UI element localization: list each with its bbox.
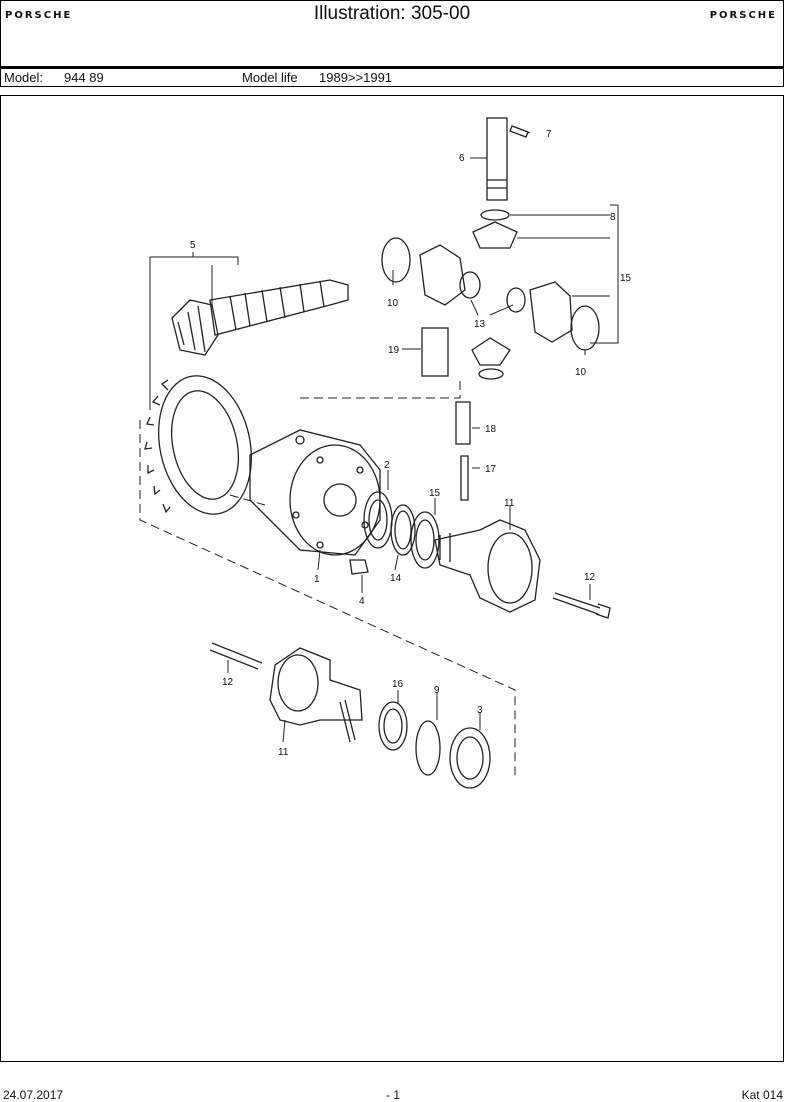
callout-16: 15: [620, 273, 632, 284]
callout-19: 19: [388, 345, 400, 356]
callout-9: 9: [434, 685, 440, 696]
side-cover-lower-drawing: [269, 647, 363, 743]
callout-14: 14: [390, 573, 402, 584]
model-bar: Model: 944 89 Model life 1989>>1991: [0, 67, 784, 87]
illustration-title: Illustration: 305-00: [313, 3, 471, 24]
side-gear-left-drawing: [419, 244, 466, 306]
callout-2: 2: [384, 460, 390, 471]
callout-5: 5: [190, 240, 196, 251]
porsche-logo-right: PORSCHE: [709, 10, 777, 21]
sleeve-19-drawing: [421, 327, 449, 377]
callout-8: 8: [610, 212, 616, 223]
differential-housing-drawing: [249, 429, 381, 556]
bolt-lower-drawing: [209, 642, 263, 670]
bevel-gear-top-drawing: [472, 221, 518, 249]
bearing-set-drawing: [363, 491, 440, 569]
thrust-washer-drawing: [480, 209, 510, 221]
washer-10-left-drawing: [381, 237, 411, 283]
footer-page: - 1: [386, 1088, 401, 1102]
pin-17-drawing: [460, 455, 469, 501]
bolt-4-drawing: [349, 559, 369, 575]
lower-seal-ring-bearing-drawing: [378, 701, 491, 789]
callout-7: 7: [546, 129, 552, 140]
callout-3: 3: [477, 705, 483, 716]
ring-gear-drawing: [144, 375, 253, 515]
assembly-guide-lines: [139, 380, 516, 780]
pinion-pin-drawing: [486, 117, 529, 201]
callout-13: 13: [474, 319, 486, 330]
callout-11-upper: 11: [504, 498, 515, 509]
callout-12-upper: 12: [584, 572, 596, 583]
callout-15-upper: 15: [429, 488, 441, 499]
pinion-shaft-drawing: [171, 279, 349, 356]
side-gear-right-drawing: [529, 281, 573, 343]
callout-18: 18: [485, 424, 497, 435]
header: PORSCHE Illustration: 305-00 PORSCHE: [0, 0, 784, 67]
model-life-value: 1989>>1991: [319, 70, 393, 85]
callout-10-left: 10: [387, 298, 399, 309]
porsche-logo-left: PORSCHE: [5, 10, 73, 21]
illustration-frame: [0, 95, 784, 1062]
callout-12-lower: 12: [222, 677, 234, 688]
footer-date: 24.07.2017: [3, 1088, 64, 1102]
callout-10-right: 10: [575, 367, 587, 378]
callout-leaders: [149, 127, 619, 743]
model-life-label: Model life: [242, 70, 298, 85]
callout-4: 4: [359, 596, 365, 607]
callout-11-lower: 11: [278, 747, 289, 758]
model-value: 944 89: [64, 70, 104, 85]
spacer-13a-drawing: [459, 271, 481, 299]
model-label: Model:: [4, 70, 44, 85]
spacer-13b-drawing: [506, 287, 526, 313]
fitting-18-drawing: [455, 401, 471, 445]
callout-1: 1: [314, 574, 320, 585]
bolt-upper-drawing: [552, 592, 611, 619]
footer-catalog: Kat 014: [741, 1088, 783, 1102]
callout-17: 17: [485, 464, 497, 475]
side-cover-upper-drawing: [434, 519, 541, 613]
callout-6: 6: [459, 153, 465, 164]
callout-15-lower: 16: [392, 679, 404, 690]
bevel-gear-lower-drawing: [471, 337, 511, 366]
